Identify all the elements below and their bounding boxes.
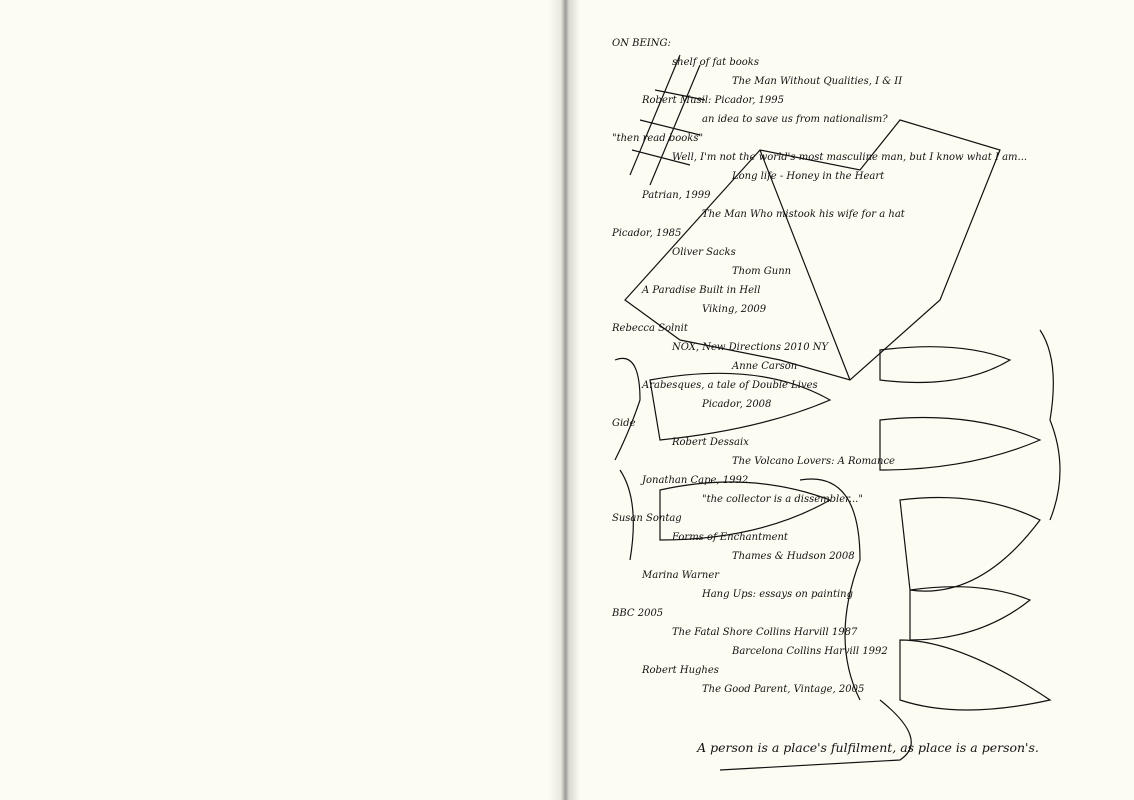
handwritten-label: Gide: [612, 418, 636, 429]
handwritten-label: Susan Sontag: [612, 513, 682, 524]
handwritten-label: The Fatal Shore Collins Harvill 1987: [672, 627, 858, 638]
shelf-ladder: [629, 54, 706, 186]
handwritten-label: Picador, 2008: [701, 399, 771, 410]
handwritten-label: Robert Dessaix: [671, 437, 749, 448]
handwritten-label: "the collector is a dissembler...": [702, 494, 863, 505]
book-gutter: [548, 0, 580, 800]
handwritten-label: Robert Musil: Picador, 1995: [641, 95, 784, 106]
handwritten-label: Thom Gunn: [732, 266, 791, 277]
handwritten-label: Patrian, 1999: [641, 190, 711, 201]
handwritten-label: The Good Parent, Vintage, 2005: [702, 684, 864, 695]
handwritten-label: The Man Without Qualities, I & II: [732, 76, 903, 87]
handwritten-label: Jonathan Cape, 1992: [640, 475, 748, 486]
handwritten-label: Thames & Hudson 2008: [732, 551, 855, 562]
speech-bubbles: [649, 346, 1052, 711]
handwritten-label: The Volcano Lovers: A Romance: [732, 456, 895, 467]
handwritten-label: Marina Warner: [641, 570, 720, 581]
open-book: [624, 119, 1001, 381]
handwritten-label: Arabesques, a tale of Double Lives: [641, 380, 818, 391]
handwritten-label: an idea to save us from nationalism?: [702, 114, 888, 125]
handwritten-label: Robert Hughes: [641, 665, 719, 676]
caption: A person is a place's fulfilment, as pla…: [697, 740, 1039, 755]
handwritten-label: shelf of fat books: [672, 57, 759, 68]
handwritten-label: Picador, 1985: [611, 228, 681, 239]
handwritten-label: A Paradise Built in Hell: [641, 285, 760, 296]
handwritten-label: Viking, 2009: [702, 304, 767, 315]
handwritten-label: Well, I'm not the world's most masculine…: [672, 152, 1027, 163]
handwritten-label: NOX, New Directions 2010 NY: [671, 342, 830, 353]
handwritten-label: "then read books": [612, 133, 703, 144]
handwritten-label: Hang Ups: essays on painting: [701, 589, 853, 600]
handwritten-label: Rebecca Solnit: [611, 323, 689, 334]
handwritten-label: BBC 2005: [611, 608, 663, 619]
handwritten-label: The Man Who mistook his wife for a hat: [702, 209, 906, 220]
handwritten-label: Anne Carson: [731, 361, 797, 372]
handwritten-label: Long life - Honey in the Heart: [731, 171, 885, 182]
handwritten-label: ON BEING:: [612, 38, 671, 49]
handwritten-label: Barcelona Collins Harvill 1992: [731, 646, 888, 657]
right-page: [568, 0, 1134, 800]
handwritten-label: Oliver Sacks: [672, 247, 736, 258]
handwritten-label: Forms of Enchantment: [671, 532, 789, 543]
drawing-outlines: [614, 54, 1061, 771]
left-page-blank: [0, 0, 560, 800]
figure-silhouettes: [614, 329, 1061, 771]
